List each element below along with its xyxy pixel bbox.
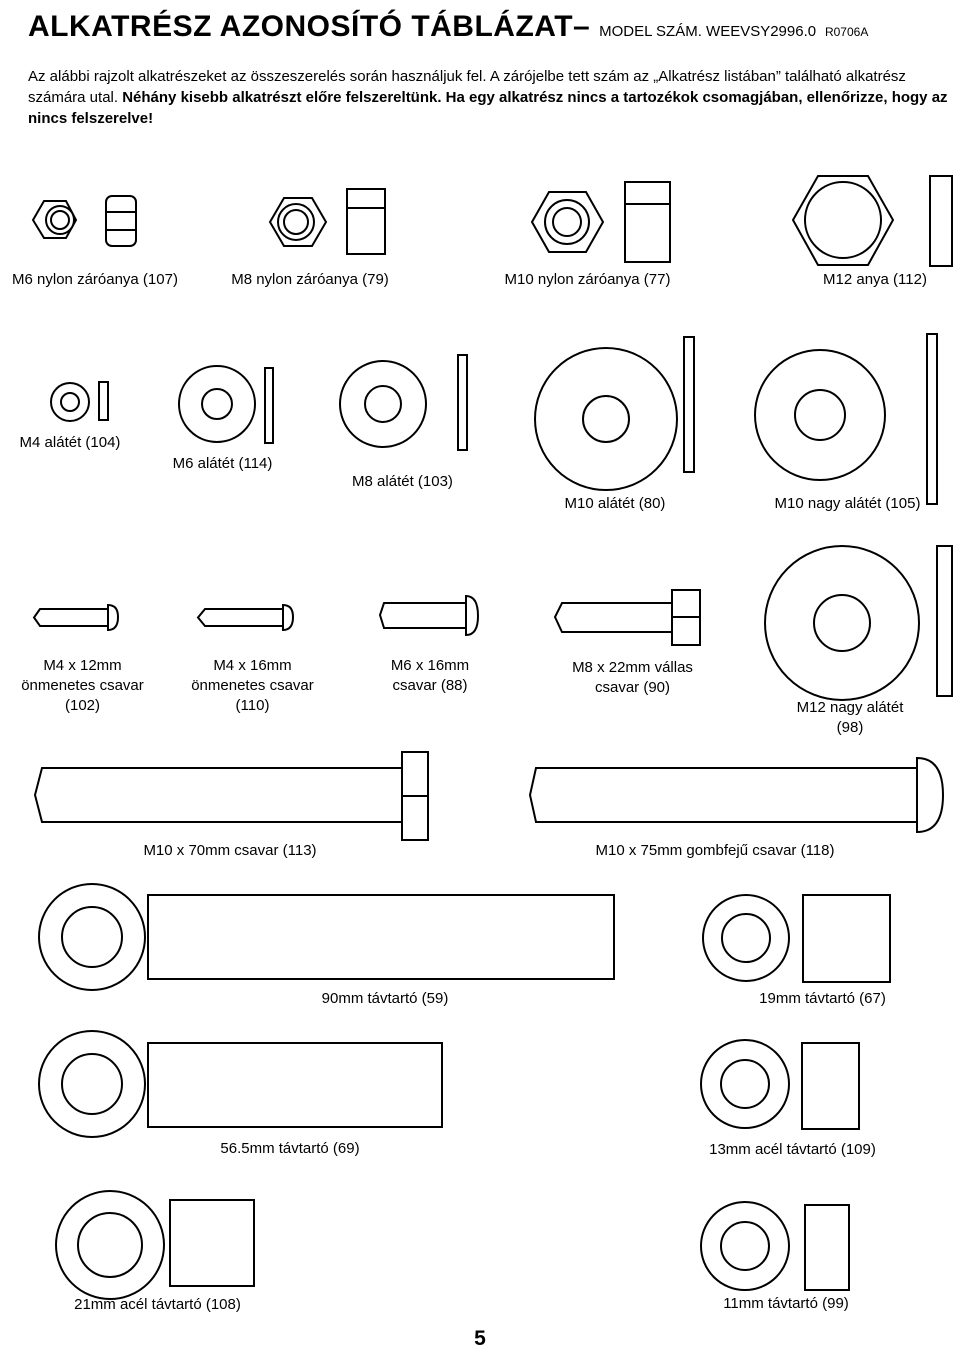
part-label: M8 alátét (103) [352,473,453,490]
part-label: 13mm acél távtartó (109) [709,1141,876,1158]
part-label: 11mm távtartó (99) [723,1295,849,1312]
part-label: M10 x 75mm gombfejű csavar (118) [595,842,835,859]
intro-text: Az alábbi rajzolt alkatrészeket az össze… [28,66,948,129]
21mm-steel-spacer-drawing [55,1190,255,1300]
part-label: 19mm távtartó (67) [759,990,886,1007]
11mm-spacer-drawing [700,1201,850,1291]
m10x75-button-bolt-drawing [528,756,945,834]
part-label: M10 nagy alátét (105) [774,495,921,512]
document-code: R0706A [824,25,869,39]
m10x70-bolt-drawing [33,751,429,841]
part-label: M10 nylon záróanya (77) [504,271,671,288]
m4-washer-drawing [50,381,109,422]
m12-nut-drawing [791,175,953,267]
m8-washer-drawing [339,354,468,451]
page-title: ALKATRÉSZ AZONOSÍTÓ TÁBLÁZAT– MODEL SZÁM… [28,10,869,43]
m10-washer-drawing [534,336,695,491]
part-label: 21mm acél távtartó (108) [74,1296,241,1313]
page-number: 5 [474,1327,486,1350]
part-label: M10 x 70mm csavar (113) [143,842,317,859]
part-label: M10 alátét (80) [564,495,666,512]
90mm-spacer-drawing [38,883,615,991]
m4x16-screw-drawing [196,603,295,632]
part-label: M12 nagy alátét(98) [796,699,904,736]
m10-large-washer-drawing [754,333,938,505]
part-label: M12 anya (112) [823,271,927,288]
56-5mm-spacer-drawing [38,1030,443,1138]
model-number: MODEL SZÁM. WEEVSY2996.0 [599,23,817,40]
part-label: M8 nylon záróanya (79) [231,271,389,288]
m6-washer-drawing [178,365,274,444]
m6-nylon-locknut-drawing [31,195,137,247]
m8x22-shoulder-bolt-drawing [553,589,701,646]
m8-nylon-locknut-drawing [268,188,386,255]
m6x16-bolt-drawing [378,594,480,637]
part-label: M6 nylon záróanya (107) [12,271,178,288]
part-label: M4 alátét (104) [19,434,121,451]
part-label: 56.5mm távtartó (69) [220,1140,360,1157]
part-label: 90mm távtartó (59) [321,990,449,1007]
m12-large-washer-drawing [764,545,953,701]
13mm-steel-spacer-drawing [700,1039,860,1130]
m4x12-screw-drawing [32,603,120,632]
intro-warning: Néhány kisebb alkatrészt előre felszerel… [28,89,948,127]
part-label: M6 alátét (114) [172,455,273,472]
19mm-spacer-drawing [702,894,891,983]
m10-nylon-locknut-drawing [530,181,671,263]
intro-normal: Az alábbi rajzolt alkatrészeket az össze… [28,68,906,106]
